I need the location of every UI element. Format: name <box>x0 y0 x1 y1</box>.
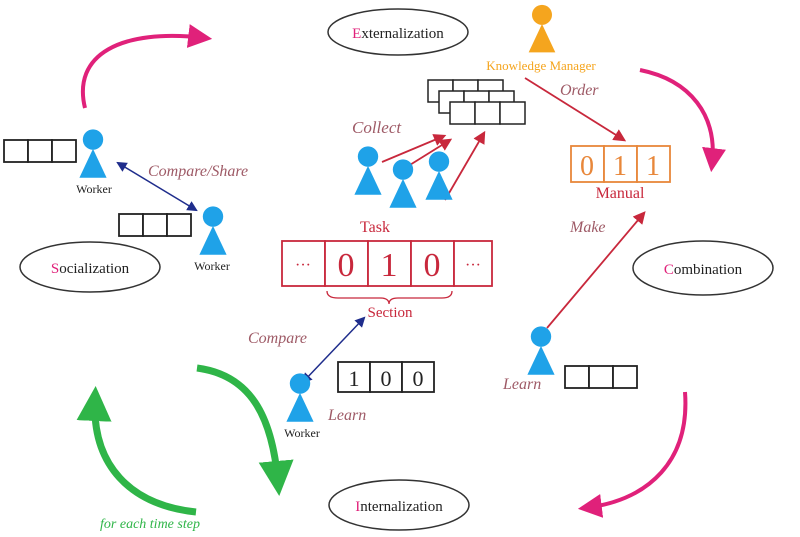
manual-label: Manual <box>596 185 645 202</box>
make-label: Make <box>569 219 606 236</box>
svg-text:Combination: Combination <box>664 262 743 278</box>
collect-arrow <box>404 138 453 169</box>
compare-share-arrow <box>116 161 198 212</box>
task-bit: 1 <box>381 247 398 284</box>
worker-bit: 0 <box>413 366 424 391</box>
stage-initial: C <box>664 262 674 278</box>
knowledge-manager-label: Knowledge Manager <box>486 58 596 73</box>
worker-person-icon <box>79 129 107 178</box>
cycle-arrow-icon <box>577 391 688 518</box>
learn-label: Learn <box>327 407 366 424</box>
cycle-arrow-icon <box>76 386 197 516</box>
worker-label: Worker <box>284 426 320 440</box>
manual-bit: 1 <box>613 151 627 182</box>
cycle-arrow-icon <box>639 68 726 173</box>
manual-array: 0 1 1 <box>570 145 671 183</box>
order-arrow <box>524 77 627 142</box>
collect-label: Collect <box>352 118 402 137</box>
stage-name: nternalization <box>360 499 443 515</box>
stage-socialization: Socialization <box>19 241 161 293</box>
stage-initial: E <box>352 26 361 42</box>
worker-bit: 0 <box>381 366 392 391</box>
left-bottom-bit-array <box>118 213 192 237</box>
stage-name: ombination <box>674 262 743 278</box>
svg-text:Socialization: Socialization <box>51 261 130 277</box>
make-arrow <box>546 211 646 329</box>
stage-name: ocialization <box>59 261 129 277</box>
worker-person-icon <box>389 159 417 208</box>
task-title: Task <box>360 219 390 236</box>
worker-person-icon <box>199 206 227 255</box>
section-brace <box>326 290 453 305</box>
worker-person-icon <box>354 146 382 195</box>
section-label: Section <box>368 305 413 321</box>
task-cell-ellipsis: ··· <box>465 257 481 274</box>
compare-arrow <box>301 316 366 384</box>
left-top-bit-array <box>3 139 77 163</box>
compare-share-label: Compare/Share <box>148 163 248 180</box>
task-bit: 0 <box>424 247 441 284</box>
compare-label: Compare <box>248 330 307 347</box>
cycle-note: for each time step <box>100 517 200 532</box>
stage-internalization: Internalization <box>328 479 470 531</box>
task-array: ··· 0 1 0 ··· <box>281 240 493 287</box>
collected-arrays <box>427 79 526 125</box>
stage-externalization: Externalization <box>327 8 469 56</box>
worker-person-icon <box>527 326 555 375</box>
collect-arrow <box>444 130 486 201</box>
worker-bit-array: 1 0 0 <box>337 361 435 393</box>
svg-text:Internalization: Internalization <box>355 499 443 515</box>
knowledge-manager-person-icon <box>528 4 556 53</box>
task-cell-ellipsis: ··· <box>295 257 311 274</box>
learn-label: Learn <box>502 376 541 393</box>
stage-initial: S <box>51 261 59 277</box>
worker-person-icon <box>425 151 453 200</box>
cycle-arrow-icon <box>196 364 294 496</box>
task-bit: 0 <box>338 247 355 284</box>
svg-text:Externalization: Externalization <box>352 26 444 42</box>
worker-person-icon <box>286 373 314 422</box>
worker-bit: 1 <box>349 366 360 391</box>
worker-label: Worker <box>76 182 112 196</box>
manual-bit: 0 <box>580 151 594 182</box>
stage-initial: I <box>355 499 360 515</box>
collect-arrow <box>381 134 447 163</box>
right-bit-array <box>564 365 638 389</box>
order-label: Order <box>560 82 599 99</box>
worker-label: Worker <box>194 259 230 273</box>
cycle-arrow-icon <box>81 24 213 109</box>
stage-name: xternalization <box>361 26 444 42</box>
manual-bit: 1 <box>646 151 660 182</box>
stage-combination: Combination <box>632 240 774 296</box>
